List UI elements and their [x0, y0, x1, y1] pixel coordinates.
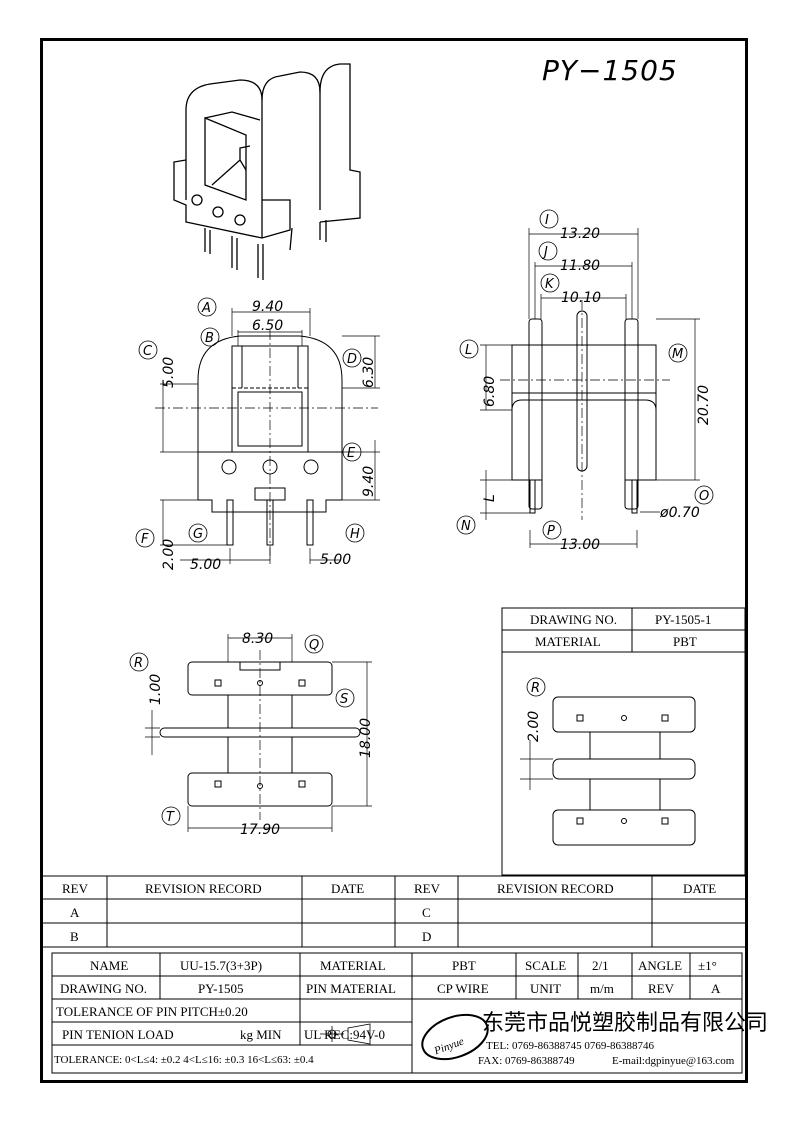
- side-view: [480, 228, 700, 548]
- dim-18-00: 18.00: [358, 718, 374, 758]
- company-fax: FAX: 0769-86388749: [478, 1055, 575, 1067]
- rev-tb-value: A: [711, 981, 721, 996]
- dim-2-00: 2.00: [161, 539, 177, 570]
- dim-17-90: 17.90: [240, 822, 280, 838]
- callout-L: L: [465, 343, 472, 358]
- top-view: [145, 634, 372, 832]
- callout-G: G: [193, 527, 203, 542]
- material-tb-value: PBT: [452, 958, 476, 973]
- unit-label: UNIT: [530, 981, 561, 996]
- date-header-1: DATE: [331, 881, 364, 896]
- rev-header-1: REV: [62, 881, 89, 896]
- callout-P: P: [547, 524, 555, 539]
- rev-tb-label: REV: [648, 981, 675, 996]
- callout-H: H: [350, 527, 360, 542]
- dim-phi-0-70: ø0.70: [659, 505, 700, 521]
- drawing-no-value: PY-1505-1: [655, 612, 711, 627]
- material-tb-label: MATERIAL: [320, 958, 386, 973]
- drawing-no-tb-value: PY-1505: [198, 981, 244, 996]
- dim-6-50: 6.50: [252, 318, 283, 334]
- company-name: 东莞市品悦塑胶制品有限公司: [482, 1011, 768, 1036]
- company-tel: TEL: 0769-86388745 0769-86388746: [486, 1040, 655, 1052]
- callout-Q: Q: [309, 638, 319, 653]
- material-label: MATERIAL: [535, 634, 601, 649]
- logo-text: Pinyue: [432, 1036, 466, 1058]
- dim-5-00-left: 5.00: [161, 357, 177, 388]
- drawing-no-label: DRAWING NO.: [530, 612, 617, 627]
- dim-9-40-right: 9.40: [361, 466, 377, 497]
- callout-M: M: [672, 347, 683, 362]
- scale-value: 2/1: [592, 958, 609, 973]
- dim-8-30: 8.30: [242, 631, 273, 647]
- callout-J: J: [541, 245, 548, 260]
- dim-13-00: 13.00: [560, 537, 600, 553]
- callout-S: S: [340, 692, 348, 707]
- tolerance-ranges: TOLERANCE: 0<L≤4: ±0.2 4<L≤16: ±0.3 16<L…: [54, 1054, 314, 1066]
- drawing-title: PY−1505: [542, 54, 678, 87]
- callout-K: K: [545, 277, 555, 292]
- callout-A: A: [201, 301, 211, 316]
- name-label: NAME: [90, 958, 128, 973]
- dim-13-20: 13.20: [560, 226, 600, 242]
- callout-I: I: [545, 213, 549, 228]
- unit-value: m/m: [590, 981, 614, 996]
- callout-F: F: [141, 532, 149, 547]
- dim-10-10: 10.10: [561, 290, 601, 306]
- ul-rec: UL REC:94V-0: [304, 1027, 385, 1042]
- callout-R: R: [134, 656, 143, 671]
- company-email: E-mail:dgpinyue@163.com: [612, 1055, 735, 1067]
- dim-6-80: 6.80: [482, 376, 498, 407]
- title-block: [51, 952, 743, 1074]
- dim-L: L: [482, 494, 498, 502]
- kg-min: kg MIN: [240, 1027, 282, 1042]
- rev-header-2: REV: [414, 881, 441, 896]
- pin-material-value: CP WIRE: [437, 981, 489, 996]
- date-header-2: DATE: [683, 881, 716, 896]
- angle-value: ±1°: [698, 958, 717, 973]
- callout-D: D: [347, 352, 357, 367]
- callout-O: O: [699, 489, 709, 504]
- rev-row-D: D: [422, 929, 431, 944]
- callout-C: C: [143, 344, 153, 359]
- rev-row-A: A: [70, 905, 80, 920]
- dim-1-00: 1.00: [148, 674, 164, 705]
- front-view: [155, 308, 380, 564]
- drawing-no-tb-label: DRAWING NO.: [60, 981, 147, 996]
- pin-material-label: PIN MATERIAL: [306, 981, 396, 996]
- pin-tension: PIN TENION LOAD: [62, 1027, 174, 1042]
- rev-row-C: C: [422, 905, 431, 920]
- dim-11-80: 11.80: [560, 258, 600, 274]
- tolerance-pitch: TOLERANCE OF PIN PITCH±0.20: [56, 1004, 248, 1019]
- dim-6-30: 6.30: [361, 357, 377, 388]
- dim-9-40-top: 9.40: [252, 299, 283, 315]
- dim-2-00-detail: 2.00: [526, 711, 542, 742]
- dim-5-00-bottom-right: 5.00: [320, 552, 351, 568]
- angle-label: ANGLE: [638, 958, 682, 973]
- record-header-1: REVISION RECORD: [145, 881, 262, 896]
- isometric-view: [173, 63, 361, 280]
- revision-table: [42, 875, 745, 948]
- material-value: PBT: [673, 634, 697, 649]
- name-value: UU-15.7(3+3P): [180, 958, 262, 973]
- drawing-info-box: [501, 607, 746, 876]
- rev-row-B: B: [70, 929, 79, 944]
- callout-B: B: [205, 331, 214, 346]
- callout-E: E: [347, 446, 356, 461]
- drawing-frame: [40, 38, 748, 1083]
- record-header-2: REVISION RECORD: [497, 881, 614, 896]
- callout-N: N: [461, 519, 471, 534]
- dim-5-00-bottom-left: 5.00: [190, 557, 221, 573]
- callout-T: T: [166, 810, 175, 825]
- dim-20-70: 20.70: [696, 385, 712, 425]
- scale-label: SCALE: [525, 958, 566, 973]
- callout-R-detail: R: [531, 681, 540, 696]
